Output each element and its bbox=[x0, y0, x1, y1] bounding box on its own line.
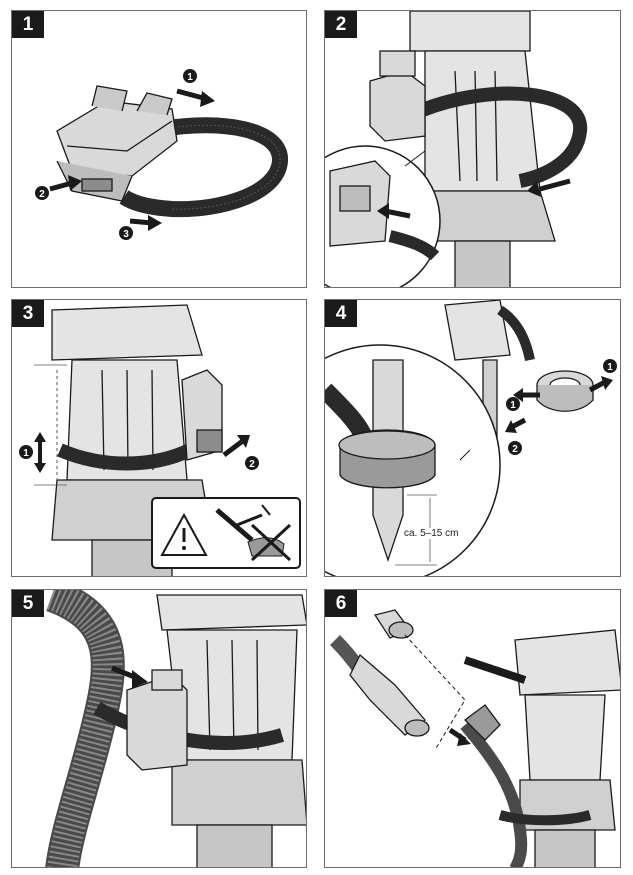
callout-1-left bbox=[506, 397, 520, 411]
arrow-strap bbox=[539, 178, 571, 192]
callout-2 bbox=[35, 186, 49, 200]
illustration-hose-in-holder bbox=[45, 590, 306, 867]
step-panel-1: 1 1 2 3 bbox=[11, 10, 307, 288]
breaker-tool-body bbox=[51, 304, 213, 576]
vacuum-hose bbox=[460, 721, 528, 867]
guide-ring bbox=[536, 370, 594, 412]
step-number: 3 bbox=[12, 300, 44, 327]
breaker-tool-body bbox=[156, 594, 306, 867]
illustration-connect-vacuum-adapter bbox=[330, 609, 620, 867]
callout-2 bbox=[245, 456, 259, 470]
strap bbox=[417, 86, 588, 188]
step-number: 1 bbox=[12, 11, 44, 38]
arrow-2 bbox=[222, 438, 246, 457]
hand-pinch-prohibited-icon bbox=[215, 504, 292, 562]
step-panel-6: 6 bbox=[324, 589, 621, 868]
step-number: 4 bbox=[325, 300, 357, 327]
illustration-position-strap-height: 1 2 bbox=[19, 304, 301, 576]
illustration-attach-holder-to-tool bbox=[325, 11, 588, 287]
illustration-chisel-guide-ring: 1 1 2 bbox=[325, 300, 617, 576]
callout-2 bbox=[508, 441, 522, 455]
strap-holder bbox=[181, 369, 223, 461]
svg-text:1: 1 bbox=[187, 72, 193, 83]
illustration-strap-holder-assembly: 1 2 3 bbox=[35, 69, 288, 240]
step-panel-3: 3 1 2 bbox=[11, 299, 307, 577]
strap-holder bbox=[126, 669, 188, 771]
step-panel-5: 5 bbox=[11, 589, 307, 868]
hose-end-connector bbox=[349, 653, 430, 737]
strap bbox=[93, 701, 285, 750]
connection-guide-line bbox=[404, 634, 466, 751]
svg-text:3: 3 bbox=[123, 229, 129, 240]
svg-text:1: 1 bbox=[510, 400, 516, 411]
breaker-tool-body bbox=[409, 11, 556, 287]
step-number: 6 bbox=[325, 590, 357, 617]
svg-text:1: 1 bbox=[607, 362, 613, 373]
svg-text:1: 1 bbox=[23, 448, 29, 459]
warning-box bbox=[151, 497, 301, 569]
strap-holder bbox=[56, 85, 178, 202]
callout-1-right bbox=[603, 359, 617, 373]
adapter-coupling bbox=[373, 609, 414, 639]
svg-text:2: 2 bbox=[512, 444, 518, 455]
svg-text:2: 2 bbox=[249, 459, 255, 470]
svg-text:2: 2 bbox=[39, 189, 45, 200]
step-number: 2 bbox=[325, 11, 357, 38]
step-panel-2: 2 bbox=[324, 10, 621, 288]
chisel-depth-label: ca. 5–15 cm bbox=[403, 528, 460, 539]
strap bbox=[498, 810, 592, 826]
strap-loop bbox=[119, 117, 288, 218]
step-number: 5 bbox=[12, 590, 44, 617]
strap bbox=[57, 443, 193, 471]
strap-holder bbox=[369, 50, 426, 142]
step-panel-4: 4 1 1 2 bbox=[324, 299, 621, 577]
callout-1 bbox=[183, 69, 197, 83]
arrow-2 bbox=[49, 180, 73, 192]
callout-3 bbox=[119, 226, 133, 240]
callout-1 bbox=[19, 445, 33, 459]
